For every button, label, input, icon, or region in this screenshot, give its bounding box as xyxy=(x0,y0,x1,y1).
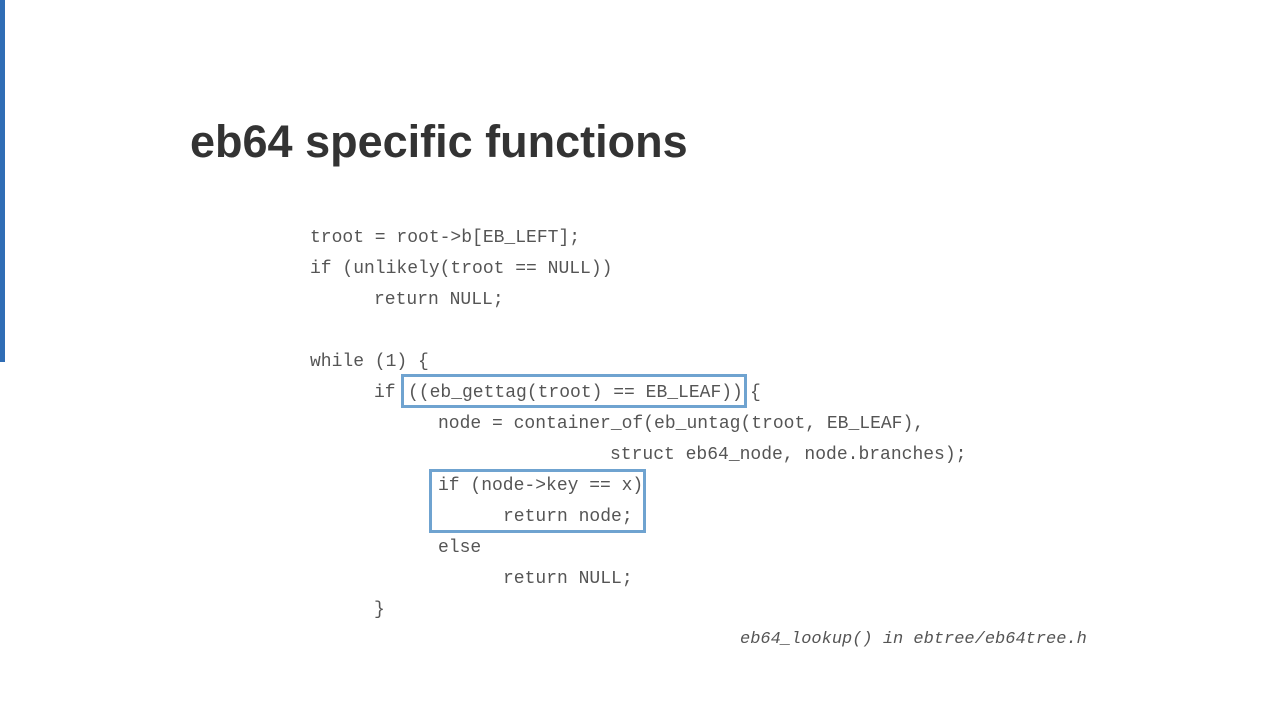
code-line: if xyxy=(374,383,396,403)
code-line: while (1) { xyxy=(310,352,429,372)
highlight-box-key-compare xyxy=(429,469,646,533)
code-line: else xyxy=(438,538,482,558)
code-line: node = container_of(eb_untag(troot, EB_L… xyxy=(438,414,925,434)
code-line: return NULL; xyxy=(374,290,504,310)
code-line: { xyxy=(750,383,761,403)
code-line: } xyxy=(374,600,385,620)
code-line-highlighted: if (node->key == x) xyxy=(438,476,644,496)
highlight-box-gettag xyxy=(401,374,747,408)
code-line-highlighted: return node; xyxy=(503,507,633,527)
slide-title: eb64 specific functions xyxy=(190,116,688,167)
source-caption: eb64_lookup() in ebtree/eb64tree.h xyxy=(740,630,1087,649)
code-line: troot = root->b[EB_LEFT]; xyxy=(310,228,581,248)
code-line: if (unlikely(troot == NULL)) xyxy=(310,259,613,279)
code-line-highlighted: ((eb_gettag(troot) == EB_LEAF)) xyxy=(408,383,743,403)
code-line: struct eb64_node, node.branches); xyxy=(610,445,967,465)
code-line: return NULL; xyxy=(503,569,633,589)
accent-bar xyxy=(0,0,5,362)
